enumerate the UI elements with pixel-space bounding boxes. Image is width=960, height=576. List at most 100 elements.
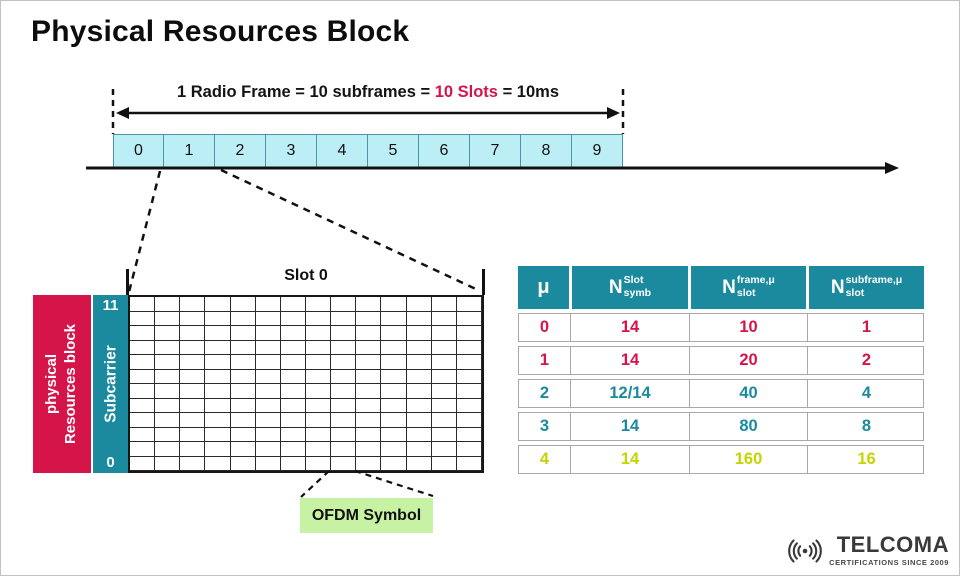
resource-element-cell	[130, 340, 156, 355]
resource-element-cell	[381, 456, 407, 471]
resource-element-cell	[305, 369, 332, 384]
resource-element-cell	[456, 384, 482, 399]
resource-element-cell	[180, 427, 206, 442]
resource-element-cell	[155, 326, 181, 341]
resource-element-cell	[155, 384, 181, 399]
slot-table-cell: 14	[570, 314, 689, 341]
resource-element-cell	[230, 326, 256, 341]
resource-element-cell	[280, 456, 306, 471]
resource-element-cell	[305, 297, 332, 312]
resource-element-cell	[381, 442, 407, 457]
subframe-cell: 5	[368, 134, 419, 168]
resource-element-cell	[431, 297, 457, 312]
resource-element-cell	[381, 384, 407, 399]
resource-element-cell	[130, 456, 156, 471]
resource-element-cell	[406, 297, 432, 312]
slot-table-cell: 2	[807, 347, 925, 374]
resource-element-cell	[155, 369, 181, 384]
resource-element-cell	[381, 355, 407, 370]
resource-element-cell	[381, 398, 407, 413]
resource-element-cell	[280, 369, 306, 384]
resource-element-cell	[155, 355, 181, 370]
resource-element-cell	[280, 355, 306, 370]
resource-element-cell	[205, 297, 231, 312]
resource-element-cell	[456, 355, 482, 370]
slot-table-cell: 14	[570, 347, 689, 374]
subframe-cell: 4	[317, 134, 368, 168]
page-title: Physical Resources Block	[31, 15, 410, 48]
radio-frame-caption-prefix: 1 Radio Frame = 10 subframes =	[177, 83, 435, 101]
time-axis-arrowhead	[885, 162, 899, 174]
subframe-cell: 1	[164, 134, 215, 168]
resource-element-cell	[331, 442, 357, 457]
resource-element-cell	[305, 311, 332, 326]
physical-resource-block-label: physical Resources block	[33, 295, 91, 473]
subframe-cell: 9	[572, 134, 623, 168]
resource-element-cell	[456, 326, 482, 341]
slot-table-cell: 160	[689, 446, 807, 473]
resource-element-cell	[331, 311, 357, 326]
resource-element-cell	[406, 442, 432, 457]
resource-element-cell	[406, 456, 432, 471]
resource-element-cell	[431, 355, 457, 370]
resource-element-cell	[255, 355, 281, 370]
resource-element-cell	[155, 442, 181, 457]
resource-element-cell	[381, 326, 407, 341]
resource-element-cell	[130, 384, 156, 399]
resource-element-cell	[331, 456, 357, 471]
brand-logo: TELCOMA CERTIFICATIONS SINCE 2009	[784, 534, 949, 567]
resource-element-cell	[406, 384, 432, 399]
resource-element-cell	[356, 369, 382, 384]
resource-element-cell	[431, 398, 457, 413]
resource-element-cell	[180, 340, 206, 355]
resource-element-cell	[331, 297, 357, 312]
resource-element-cell	[130, 413, 156, 428]
resource-element-cell	[130, 311, 156, 326]
subframe-cell: 2	[215, 134, 266, 168]
slot-table-cell: 12/14	[570, 380, 689, 407]
subcarrier-label: Subcarrier	[101, 345, 119, 423]
resource-element-cell	[155, 456, 181, 471]
resource-element-cell	[381, 427, 407, 442]
resource-element-cell	[406, 413, 432, 428]
resource-element-cell	[255, 442, 281, 457]
resource-element-cell	[305, 456, 332, 471]
resource-element-cell	[205, 427, 231, 442]
resource-element-cell	[205, 384, 231, 399]
resource-element-cell	[331, 427, 357, 442]
resource-element-cell	[456, 340, 482, 355]
arrowhead-left	[116, 107, 129, 119]
resource-element-cell	[130, 442, 156, 457]
resource-element-cell	[180, 297, 206, 312]
resource-element-cell	[331, 398, 357, 413]
resource-element-cell	[255, 369, 281, 384]
resource-element-cell	[180, 384, 206, 399]
slot-label: Slot 0	[284, 267, 328, 284]
resource-element-cell	[305, 326, 332, 341]
subframe-cell: 8	[521, 134, 572, 168]
subcarrier-top-index: 11	[102, 297, 119, 314]
resource-element-cell	[331, 340, 357, 355]
resource-element-cell	[255, 427, 281, 442]
resource-element-cell	[406, 355, 432, 370]
resource-element-cell	[381, 369, 407, 384]
resource-element-cell	[280, 427, 306, 442]
signal-waves-icon	[788, 538, 822, 563]
resource-element-cell	[130, 326, 156, 341]
brand-tagline: CERTIFICATIONS SINCE 2009	[829, 558, 949, 567]
resource-element-cell	[331, 384, 357, 399]
slot-table-cell: 2	[539, 384, 550, 402]
subcarrier-bar: 11 Subcarrier 0	[93, 295, 128, 473]
slot-table-cell: 16	[807, 446, 925, 473]
resource-element-cell	[155, 398, 181, 413]
